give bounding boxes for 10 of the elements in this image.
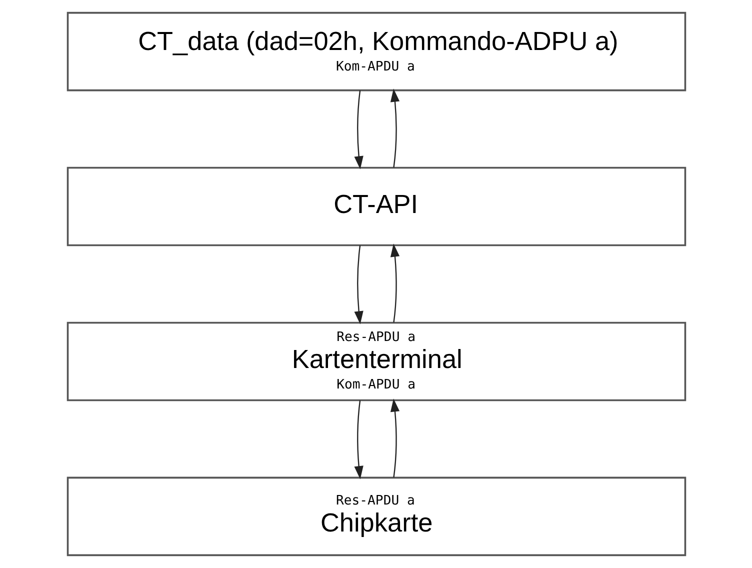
arrow [354, 400, 363, 480]
arrow [390, 88, 400, 168]
arrow [354, 90, 363, 170]
arrow [390, 398, 400, 478]
node-box: Res-APDU a Chipkarte [66, 476, 686, 556]
arrow [390, 244, 400, 323]
arrow [354, 245, 363, 324]
node-box: Res-APDU a Kartenterminal Kom-APDU a [66, 322, 686, 402]
node-box: CT_data (dad=02h, Kommando-ADPU a) Kom-APDU a [66, 12, 686, 92]
node-box: CT-API [66, 166, 686, 246]
